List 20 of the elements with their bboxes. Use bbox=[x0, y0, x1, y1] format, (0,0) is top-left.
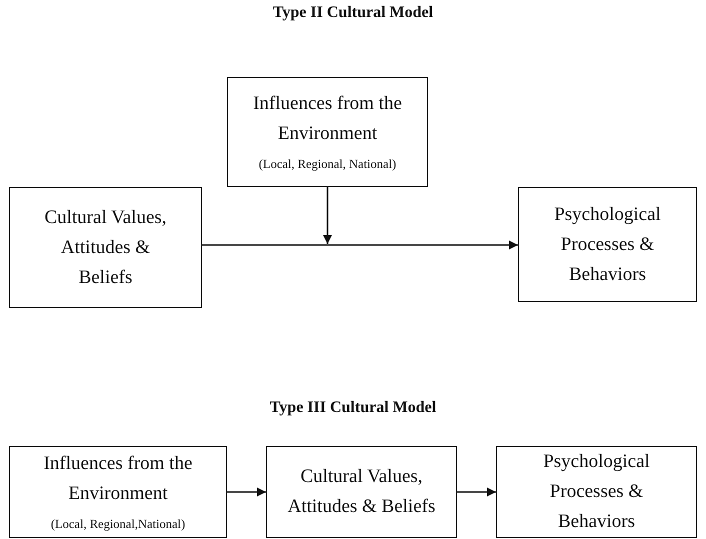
arrow bbox=[202, 240, 518, 250]
box-title: Cultural Values, Attitudes & Beliefs bbox=[43, 206, 168, 290]
process-box bbox=[518, 187, 697, 302]
arrow bbox=[227, 488, 266, 496]
box-title: Influences from the Environment bbox=[42, 452, 194, 506]
process-box bbox=[496, 446, 697, 538]
box-title: Cultural Values, Attitudes & Beliefs bbox=[286, 465, 436, 519]
process-box bbox=[9, 446, 227, 538]
process-box bbox=[9, 187, 202, 308]
diagram-heading: Type II Cultural Model bbox=[272, 4, 434, 22]
box-subtitle: (Local, Regional,National) bbox=[50, 516, 186, 533]
process-box bbox=[227, 77, 428, 187]
arrow bbox=[457, 488, 496, 496]
box-title: Influences from the Environment bbox=[252, 92, 402, 146]
box-subtitle: (Local, Regional, National) bbox=[258, 156, 396, 173]
box-title: Psychological Processes & Behaviors bbox=[542, 450, 651, 534]
box-title: Psychological Processes & Behaviors bbox=[553, 202, 662, 286]
process-box bbox=[266, 446, 457, 538]
diagram-heading: Type III Cultural Model bbox=[270, 399, 436, 417]
arrow bbox=[323, 187, 332, 244]
